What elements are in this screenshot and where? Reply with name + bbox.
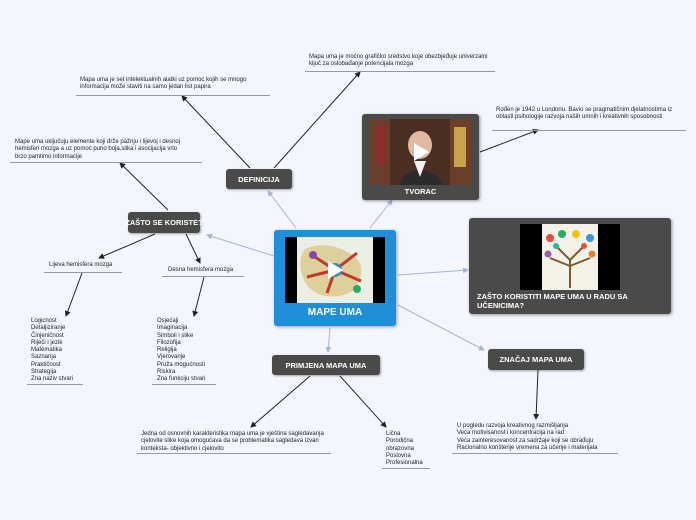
note-underline	[10, 162, 202, 163]
list-item: Logicnost	[31, 318, 57, 324]
list-item: Filozofija	[157, 339, 181, 346]
list-item: Imaginacija	[157, 325, 188, 332]
list-item: Religija	[157, 347, 177, 354]
note-primjena-1: Jedna od osnovnih karakteristika mapa um…	[141, 431, 324, 452]
central-video-thumbnail[interactable]	[285, 237, 385, 303]
note-underline	[27, 384, 83, 385]
tvorac-label: TVORAC	[404, 187, 437, 196]
tvorac-video-thumbnail[interactable]	[370, 119, 471, 185]
lijeva-hemisfera-list: Logicnost Detaljiziranje Činjeničnost Ri…	[31, 318, 73, 384]
list-item: Osjećaji	[157, 318, 179, 324]
note-underline	[76, 95, 270, 96]
list-item: Detaljiziranje	[31, 325, 66, 332]
list-item: Veća zainteresovanost za sadržaje koji s…	[457, 437, 594, 444]
play-icon[interactable]	[414, 143, 429, 161]
note-underline	[137, 453, 331, 454]
note-underline	[44, 272, 122, 273]
list-item: Lična	[386, 431, 401, 437]
note-definicija-2: Mapa uma je moćno grafičko sredstvo koje…	[309, 54, 488, 68]
zasto-koristiti-thumbnail[interactable]	[520, 224, 620, 290]
list-item: Simboli i slike	[157, 332, 194, 339]
list-item: Poslovna	[386, 452, 411, 459]
branch-definicija[interactable]: DEFINICIJA	[226, 169, 292, 189]
branch-tvorac[interactable]: TVORAC	[362, 114, 479, 200]
zasto-koristiti-label: ZAŠTO KORISTITI MAPE UMA U RADU SA UČENI…	[477, 292, 628, 310]
note-underline	[492, 130, 686, 131]
lijeva-hemisfera-label: Lijeva hemisfera mozga	[49, 262, 113, 268]
list-item: Praktičnost	[31, 361, 61, 368]
list-item: Matematika	[31, 347, 63, 354]
list-item: Riskira	[157, 369, 176, 376]
note-zasto-1: Mape uma uključuju elemente koji drže pa…	[15, 139, 181, 160]
branch-znacaj[interactable]: ZNAČAJ MAPA UMA	[488, 349, 584, 370]
list-item: Profesionalna	[386, 460, 423, 467]
play-icon[interactable]	[328, 261, 343, 279]
branch-zasto-koristiti[interactable]: ZAŠTO KORISTITI MAPE UMA U RADU SA UČENI…	[469, 218, 671, 314]
list-item: Vjerovanje	[157, 354, 186, 361]
central-node[interactable]: MAPE UMA	[274, 230, 396, 326]
list-item: obrazovna	[386, 445, 415, 452]
desna-hemisfera-list: Osjećaji Imaginacija Simboli i slike Fil…	[157, 318, 205, 384]
note-underline	[152, 384, 216, 385]
znacaj-list: U pogledu razvoja kreativnog razmišljanj…	[457, 423, 597, 452]
list-item: Porodična	[386, 438, 414, 445]
list-item: Zna naziv stvari	[31, 376, 74, 383]
list-item: Činjeničnost	[31, 332, 64, 339]
note-underline	[452, 453, 618, 454]
note-underline	[382, 468, 430, 469]
note-tvorac-1: Rođen je 1942 u Londonu. Bavio se pragma…	[496, 107, 673, 121]
desna-hemisfera-label: Desna hemisfera mozga	[168, 267, 234, 273]
branch-primjena[interactable]: PRIMJENA MAPA UMA	[272, 355, 380, 375]
list-item: U pogledu razvoja kreativnog razmišljanj…	[457, 423, 569, 429]
list-item: Strategija	[31, 369, 57, 376]
list-item: Saznanja	[31, 354, 57, 361]
list-item: Veća motivisanost i koncentracija na rad	[457, 430, 565, 437]
list-item: Racionalno korištenje vremena za učenje …	[457, 444, 598, 451]
branch-zasto-se-koriste[interactable]: ZAŠTO SE KORISTE?	[125, 212, 203, 233]
primjena-list: Lična Porodična obrazovna Poslovna Profe…	[386, 431, 423, 467]
list-item: Zna funkciju stvari	[157, 376, 206, 383]
note-underline	[162, 276, 244, 277]
central-title: MAPE UMA	[307, 307, 363, 318]
note-underline	[305, 71, 495, 72]
list-item: Riječi i jezik	[31, 339, 63, 346]
tree-illustration	[542, 224, 598, 290]
list-item: Pruža mogućnosti	[157, 361, 206, 368]
note-definicija-1: Mapa uma je set intelektualnih alatki uz…	[80, 77, 247, 91]
